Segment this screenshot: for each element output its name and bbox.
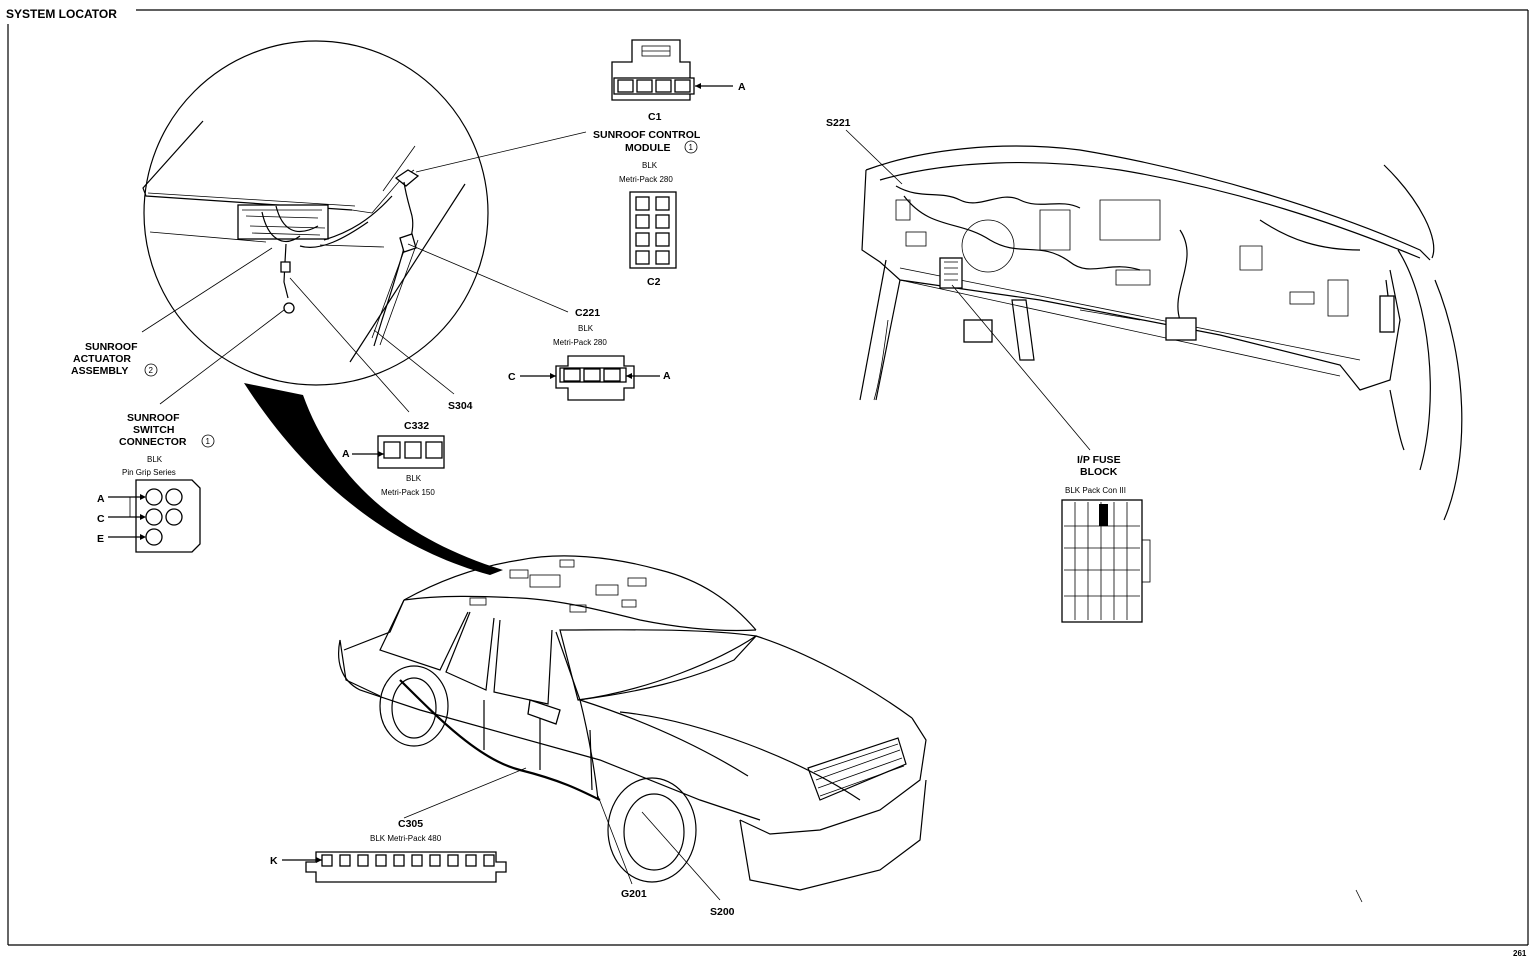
note-badge-circle [201,434,215,448]
sunroof-module-leader [415,131,587,173]
fuse-block-leader [951,284,1091,451]
c1-pin-a-label: A [738,81,746,93]
c221-pin-c-label: C [508,371,516,383]
switch-connector [108,479,201,553]
s221-label: S221 [826,117,851,129]
note-badge-circle [144,363,158,377]
s304-label: S304 [448,400,473,412]
detail-cone [244,383,503,575]
c305-connector [282,851,507,883]
fuse-block-label-line2: BLOCK [1080,466,1118,478]
switch-color: BLK [147,455,163,464]
sunroof-module-note: 1 [689,143,694,152]
page-frame [7,9,1529,946]
page-number: 261 [1513,949,1527,958]
c332-connector [352,435,445,469]
fuse-block-grid [1061,499,1151,623]
switch-pin-c-label: C [97,513,105,525]
instrument-panel-illustration [859,145,1463,521]
c221-label: C221 [575,307,600,319]
c221-connector [520,355,660,401]
switch-pin-a-label: A [97,493,105,505]
s200-label: S200 [710,906,735,918]
c221-color: BLK [578,324,594,333]
detail-magnifier [142,40,489,386]
c1-label: C1 [648,111,662,123]
actuator-label-line3: ASSEMBLY [71,365,128,377]
c332-series: Metri-Pack 150 [381,488,435,497]
c305-label: C305 [398,818,423,830]
c332-leader [289,277,410,413]
c1-connector [611,39,733,101]
page-title: SYSTEM LOCATOR [6,7,117,21]
sunroof-module-label-line1: SUNROOF CONTROL [593,129,701,141]
switch-label-line2: SWITCH [133,424,174,436]
c221-pin-a-label: A [663,370,671,382]
switch-label-line1: SUNROOF [127,412,180,424]
g201-label: G201 [621,888,647,900]
actuator-label-line1: SUNROOF [85,341,138,353]
switch-connector-leader [159,309,285,405]
c305-leader [403,767,527,819]
fuse-block-label-line1: I/P FUSE [1077,454,1121,466]
actuator-label-line2: ACTUATOR [73,353,131,365]
c305-series: BLK Metri-Pack 480 [370,834,442,843]
s304-leader [373,329,455,395]
sunroof-module-color: BLK [642,161,658,170]
c332-color: BLK [406,474,422,483]
switch-note: 1 [206,437,211,446]
switch-label-line3: CONNECTOR [119,436,187,448]
sunroof-module-label-line2: MODULE [625,142,671,154]
stray-mark [1355,889,1363,903]
fuse-block-series: BLK Pack Con III [1065,486,1126,495]
switch-pin-e-label: E [97,533,104,545]
actuator-note: 2 [149,366,154,375]
c221-series: Metri-Pack 280 [553,338,607,347]
s221-leader [845,129,903,185]
note-badge-circle [684,140,698,154]
switch-series: Pin Grip Series [122,468,176,477]
s200-leader [641,811,721,901]
c2-label: C2 [647,276,661,288]
sunroof-module-series: Metri-Pack 280 [619,175,673,184]
g201-leader [597,795,633,885]
c221-leader [407,243,569,313]
c305-pin-k-label: K [270,855,278,867]
c2-connector [629,191,677,269]
c332-pin-a-label: A [342,448,350,460]
c332-label: C332 [404,420,429,432]
car-illustration [338,555,927,891]
actuator-leader [141,247,273,333]
